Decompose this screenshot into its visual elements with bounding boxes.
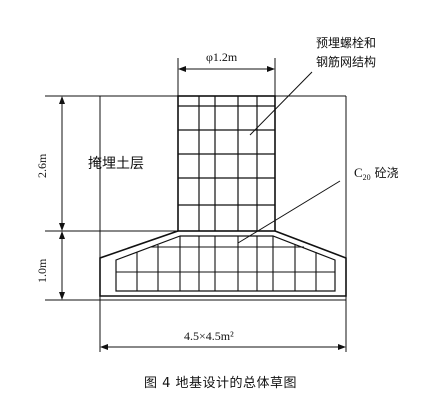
pier-column bbox=[177, 95, 276, 232]
height-top-label: 2.6m bbox=[35, 153, 49, 178]
figure-caption: 图 4 地基设计的总体草图 bbox=[143, 376, 298, 391]
footing-rebar-cage bbox=[115, 235, 336, 292]
diameter-label: φ1.2m bbox=[206, 50, 238, 64]
footing-base bbox=[99, 230, 347, 297]
height-bottom-label: 1.0m bbox=[35, 258, 49, 283]
bolt-mesh-label-line1: 预埋螺栓和 bbox=[316, 35, 376, 50]
backfill-label: 掩埋土层 bbox=[88, 156, 144, 172]
leader-concrete bbox=[237, 180, 341, 244]
leader-bolt-mesh bbox=[249, 71, 313, 136]
dimension-arrowheads bbox=[59, 66, 346, 350]
footing-rebar-grid bbox=[116, 236, 335, 291]
base-size-label: 4.5×4.5m² bbox=[184, 329, 234, 343]
pier-rebar-grid bbox=[178, 96, 275, 231]
bolt-mesh-label-line2: 钢筋网结构 bbox=[316, 54, 376, 69]
